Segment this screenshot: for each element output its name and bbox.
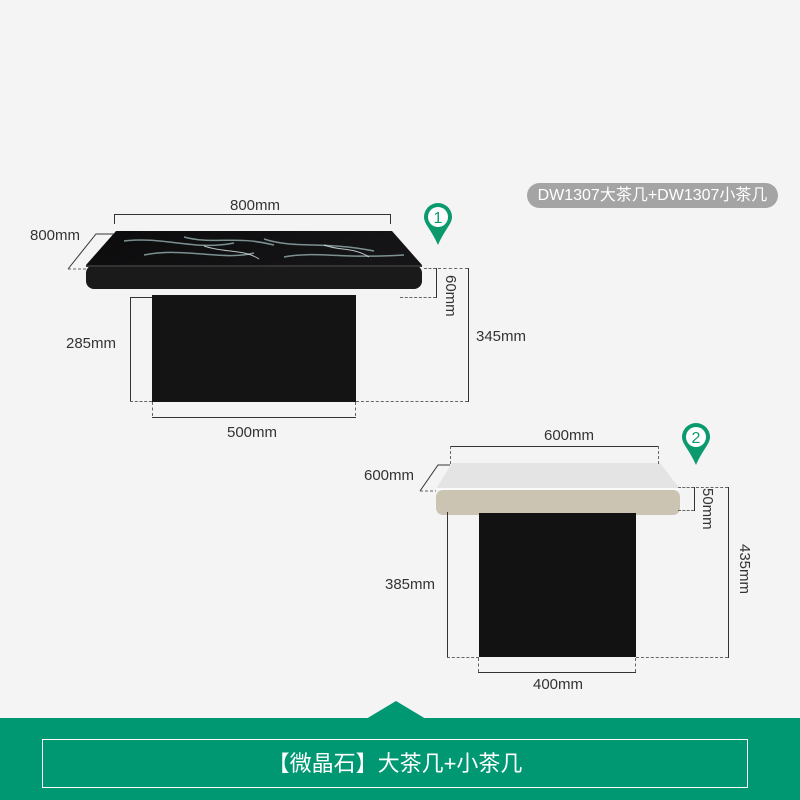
dimension-tick — [390, 214, 391, 224]
pin-number: 1 — [434, 210, 443, 227]
dimension-line — [152, 417, 356, 418]
table-2-width-label: 600mm — [544, 427, 595, 444]
table-2-total-height-label: 435mm — [736, 544, 753, 595]
footer-banner — [0, 718, 800, 800]
dimension-guide — [478, 658, 479, 672]
table-1-total-height-label: 345mm — [476, 328, 527, 345]
dimension-line — [114, 214, 390, 215]
dimension-guide — [438, 268, 468, 269]
table-2-base-width-label: 400mm — [533, 676, 584, 693]
footer-title: 【微晶石】大茶几+小茶几 — [42, 739, 748, 788]
product-model-badge: DW1307大茶几+DW1307小茶几 — [527, 183, 778, 208]
table-1-base-height-label: 285mm — [66, 335, 117, 352]
dimension-guide — [678, 487, 694, 488]
table-1-depth-label: 800mm — [30, 227, 81, 244]
dimension-guide — [356, 401, 468, 402]
dimension-tick — [114, 214, 115, 224]
dimension-guide — [400, 297, 436, 298]
dimension-guide — [696, 487, 728, 488]
dimension-line — [130, 297, 131, 401]
dimension-guide — [355, 402, 356, 416]
dimension-guide — [424, 268, 436, 269]
dimension-guide — [130, 401, 152, 402]
dimension-line — [468, 268, 469, 402]
table-1-base-width-label: 500mm — [227, 424, 278, 441]
dimension-guide — [447, 657, 479, 658]
location-pin-icon: 2 — [682, 423, 710, 465]
table-1-base — [152, 295, 356, 402]
dimension-line — [436, 268, 437, 298]
table-2-thickness-label: 50mm — [699, 488, 716, 530]
dimension-line — [478, 672, 636, 673]
table-1-top — [86, 231, 422, 289]
table-2-top — [436, 463, 680, 515]
dimension-line — [728, 487, 729, 658]
table-1-width-label: 800mm — [230, 197, 281, 214]
depth-dimension-line — [67, 233, 114, 270]
pin-number: 2 — [692, 430, 701, 447]
table-2-base — [479, 513, 636, 657]
dimension-line — [694, 487, 695, 511]
dimension-line — [447, 512, 448, 658]
dimension-guide — [450, 446, 451, 464]
depth-dimension-line — [419, 464, 450, 492]
dimension-guide — [152, 402, 153, 416]
dimension-guide — [678, 510, 694, 511]
table-2-base-height-label: 385mm — [385, 576, 436, 593]
table-1-thickness-label: 60mm — [442, 275, 459, 317]
table-2-depth-label: 600mm — [364, 467, 415, 484]
location-pin-icon: 1 — [424, 203, 452, 245]
footer-notch — [366, 701, 426, 719]
dimension-tick — [130, 297, 152, 298]
dimension-guide — [635, 658, 636, 672]
dimension-guide — [658, 446, 659, 464]
dimension-guide — [636, 657, 728, 658]
dimension-line — [450, 446, 659, 447]
